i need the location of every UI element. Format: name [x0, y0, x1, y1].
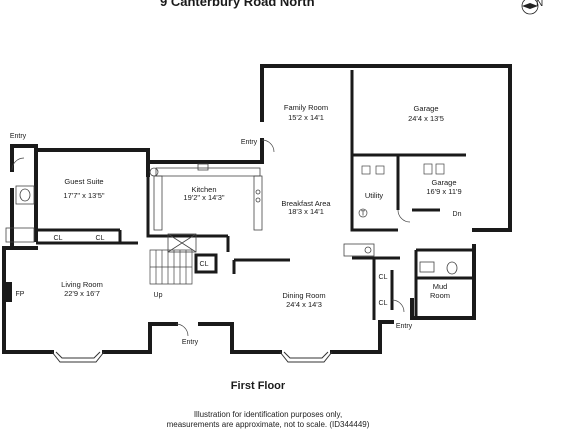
entry-right-label: Entry — [396, 323, 413, 330]
garage-small-dims: 16'9 x 11'9 — [426, 187, 461, 196]
garage-main-name: Garage — [413, 104, 438, 113]
dining-room-name: Dining Room — [282, 291, 325, 300]
closet-stair-label: CL — [200, 261, 209, 268]
utility-t-label: T — [361, 211, 366, 218]
compass-icon — [521, 0, 539, 15]
guest-suite-dims: 17'7" x 13'5" — [63, 191, 104, 200]
plan-title: 9 Canterbury Road North — [160, 0, 315, 9]
compass-north-label: N — [536, 0, 544, 9]
mud-room-name: Mud — [433, 282, 448, 291]
utility-name: Utility — [365, 191, 384, 200]
bath-fixtures — [5, 185, 458, 275]
stairs-up-label: Up — [154, 292, 163, 299]
disclaimer-line-2: measurements are approximate, not to sca… — [166, 420, 370, 429]
exterior-walls — [2, 64, 512, 354]
disclaimer-line-1: Illustration for identification purposes… — [193, 410, 343, 419]
utility-fixtures — [358, 163, 445, 218]
breakfast-area-name: Breakfast Area — [281, 199, 331, 208]
staircase — [149, 249, 193, 285]
dining-room-dims: 24'4 x 14'3 — [286, 300, 322, 309]
family-room-name: Family Room — [284, 103, 328, 112]
closet-right-1-label: CL — [379, 274, 388, 281]
stairs-down-label: Dn — [453, 211, 462, 218]
entry-family-label: Entry — [241, 139, 258, 146]
entry-top-left-label: Entry — [10, 133, 27, 140]
family-room-dims: 15'2 x 14'1 — [288, 113, 324, 122]
fireplace-label: FP — [16, 291, 25, 298]
kitchen-dims: 19'2" x 14'3" — [183, 193, 224, 202]
closet-1-label: CL — [54, 235, 63, 242]
entry-bottom-label: Entry — [182, 339, 199, 346]
living-room-name: Living Room — [61, 280, 103, 289]
mud-room-name-2: Room — [430, 291, 450, 300]
floor-label: First Floor — [230, 380, 286, 392]
closet-2-label: CL — [96, 235, 105, 242]
bay-windows — [51, 351, 333, 363]
guest-suite-name: Guest Suite — [64, 177, 103, 186]
garage-small-name: Garage — [431, 178, 456, 187]
garage-main-dims: 24'4 x 13'5 — [408, 114, 444, 123]
disclaimer: Illustration for identification purposes… — [0, 410, 536, 430]
fireplace — [4, 282, 12, 302]
door-swings — [11, 139, 411, 337]
kitchen-name: Kitchen — [191, 185, 216, 194]
breakfast-area-dims: 18'3 x 14'1 — [288, 207, 324, 216]
interior-walls — [36, 70, 474, 320]
kitchen-fixtures — [149, 163, 263, 253]
living-room-dims: 22'9 x 16'7 — [64, 289, 100, 298]
closet-right-2-label: CL — [379, 300, 388, 307]
